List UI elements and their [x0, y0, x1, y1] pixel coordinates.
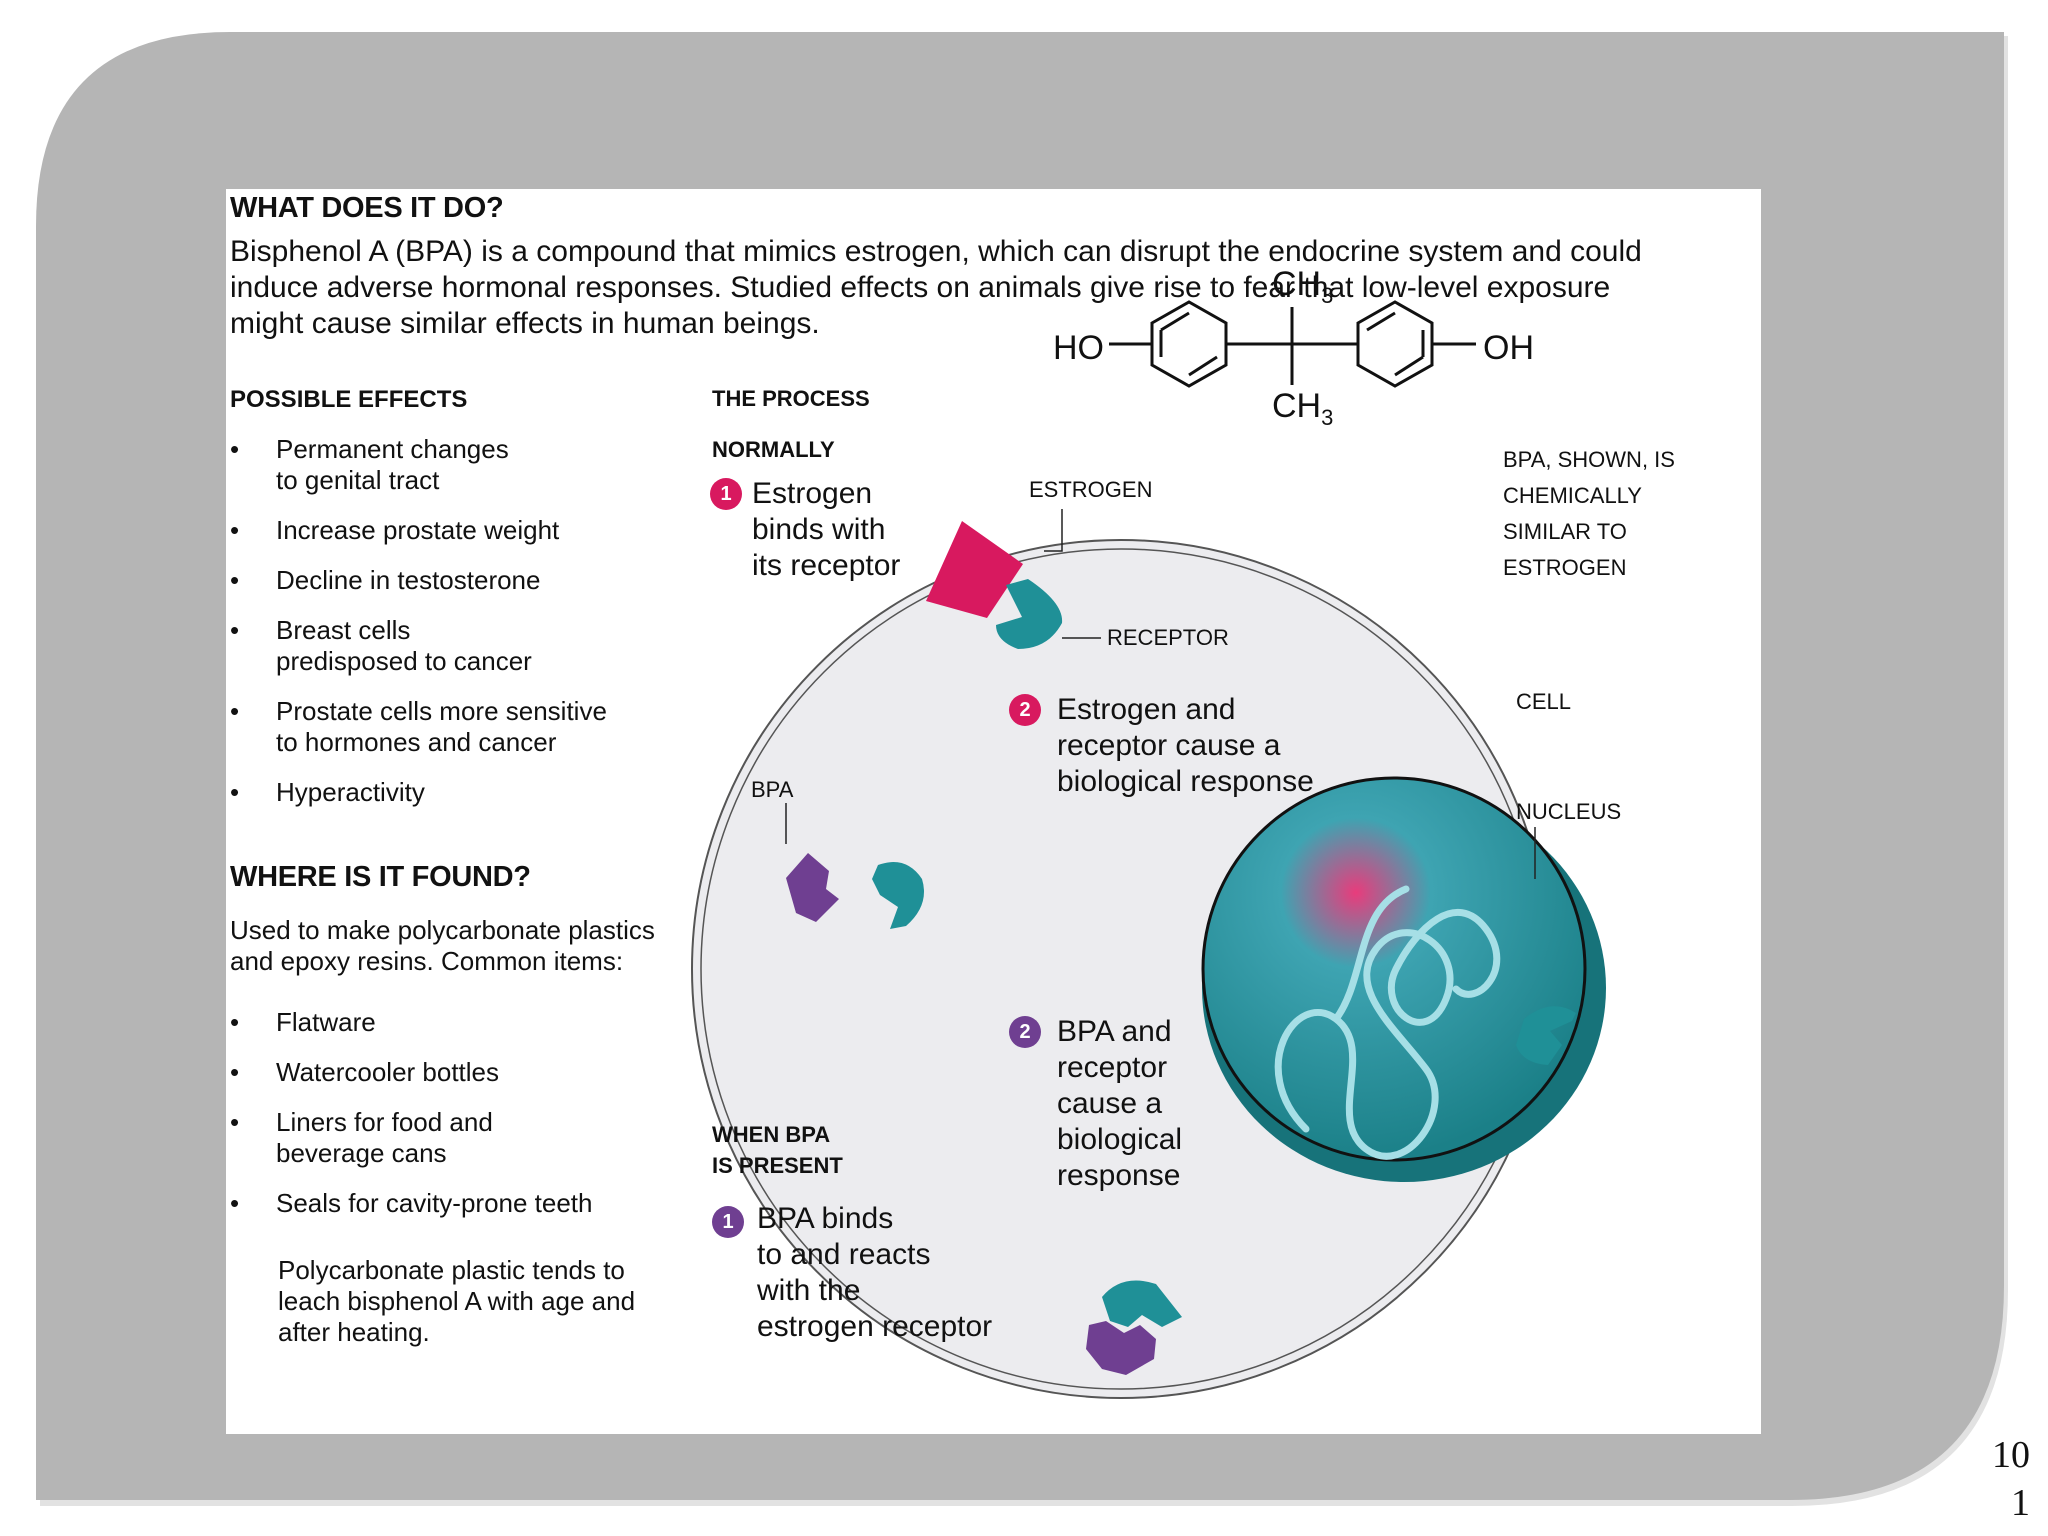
estrogen-leader: [1044, 509, 1063, 552]
cell-label: CELL: [1516, 689, 1572, 714]
chromatin: [1274, 885, 1501, 1160]
receptor-label: RECEPTOR: [1107, 625, 1229, 650]
bpa-shape-bound: [1086, 1321, 1156, 1375]
found-item: Seals for cavity-prone teeth: [230, 1188, 680, 1219]
step-2-normal-marker: 2: [1009, 694, 1041, 726]
bpa-label: BPA: [751, 777, 794, 802]
receptor-right: [1516, 1006, 1576, 1065]
estrogen-label: ESTROGEN: [1029, 477, 1153, 502]
nucleus-label: NUCLEUS: [1516, 799, 1622, 824]
effect-item: Increase prostate weight: [230, 515, 680, 546]
step-1-normal-marker: 1: [710, 478, 742, 510]
molecule-oh: OH: [1483, 329, 1534, 367]
infographic-panel: WHAT DOES IT DO? Bisphenol A (BPA) is a …: [226, 189, 1761, 1434]
effects-title: POSSIBLE EFFECTS: [230, 386, 468, 413]
estrogen-shape: [926, 521, 1023, 618]
found-list: Flatware Watercooler bottles Liners for …: [230, 1007, 680, 1238]
receptor-top: [996, 579, 1063, 649]
molecule-ho: HO: [1053, 329, 1104, 367]
bpa-structure: [1109, 300, 1476, 388]
normally-label: NORMALLY: [712, 437, 835, 462]
step-2-bpa-marker: 2: [1009, 1016, 1041, 1048]
heading: WHAT DOES IT DO?: [230, 192, 504, 224]
receptor-bottom: [1102, 1280, 1182, 1327]
found-title: WHERE IS IT FOUND?: [230, 861, 531, 893]
effect-item: Decline in testosterone: [230, 565, 680, 596]
effect-item: Hyperactivity: [230, 777, 680, 808]
molecule-ch3-top: CH3: [1272, 265, 1334, 308]
bpa-shape-free: [786, 853, 839, 922]
molecule-ch3-bottom: CH3: [1272, 387, 1334, 430]
step-1-bpa-marker: 1: [712, 1206, 744, 1238]
found-item: Watercooler bottles: [230, 1057, 680, 1088]
found-item: Flatware: [230, 1007, 680, 1038]
bpa-process-diagram: [691, 300, 1606, 1399]
receptor-left: [872, 862, 924, 929]
intro-paragraph: Bisphenol A (BPA) is a compound that mim…: [230, 235, 1642, 340]
process-title: THE PROCESS: [712, 386, 870, 411]
